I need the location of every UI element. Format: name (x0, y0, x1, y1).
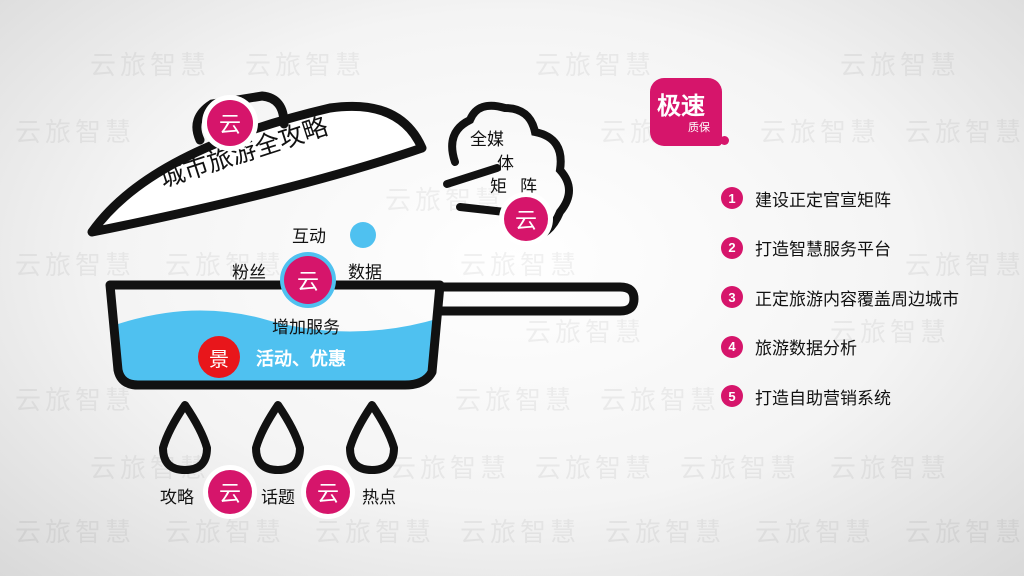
flame-label-guide: 攻略 (160, 488, 194, 508)
label-data: 数据 (348, 263, 382, 283)
list-item: 3 正定旅游内容覆盖周边城市 (721, 285, 959, 310)
speed-badge: 极速 质保 (650, 78, 722, 146)
list-item: 5 打造自助营销系统 (721, 384, 959, 409)
list-number: 5 (721, 385, 743, 407)
pan-body (105, 280, 445, 390)
scenic-circle: 景 (198, 336, 240, 378)
flame-left (159, 401, 211, 474)
list-text: 正定旅游内容覆盖周边城市 (755, 289, 959, 310)
steam-label-all-media: 全媒 (470, 130, 504, 150)
flame-label-topic: 话题 (261, 488, 295, 508)
list-text: 旅游数据分析 (755, 339, 857, 359)
flame-label-hotspot: 热点 (362, 488, 396, 508)
steam-stroke-1 (443, 164, 501, 188)
label-fans: 粉丝 (232, 263, 266, 283)
steam-cloud-circle: 云 (504, 197, 548, 241)
list-item: 2 打造智慧服务平台 (721, 236, 959, 260)
label-value-added-service: 增加服务 (272, 318, 340, 338)
steam-label-matrix: 矩 (490, 177, 507, 197)
list-number: 2 (721, 236, 743, 259)
list-text: 建设正定官宣矩阵 (755, 190, 891, 211)
list-number: 4 (721, 335, 743, 358)
feature-list: 1 建设正定官宣矩阵 2 打造智慧服务平台 3 正定旅游内容覆盖周边城市 4 旅… (721, 186, 959, 434)
list-number: 1 (721, 187, 743, 209)
center-cloud-circle: 云 (284, 256, 332, 304)
flame-middle (252, 401, 304, 474)
pan-handle (440, 282, 639, 316)
list-text: 打造自助营销系统 (755, 388, 891, 409)
steam-stroke-2 (456, 203, 509, 216)
badge-dot (720, 136, 729, 145)
flame-right (346, 401, 398, 474)
flame-cloud-circle-1: 云 (208, 470, 252, 514)
steam-cloud (448, 101, 573, 242)
list-number: 3 (721, 286, 743, 308)
steam-label-array: 阵 (520, 177, 537, 197)
pot-lid (87, 91, 427, 237)
water-label-activities: 活动、优惠 (256, 349, 346, 370)
data-dot (350, 222, 376, 248)
flame-cloud-circle-2: 云 (306, 470, 350, 514)
steam-label-body: 体 (497, 154, 514, 174)
list-text: 打造智慧服务平台 (755, 240, 891, 260)
badge-main-text: 极速 (657, 92, 705, 120)
lid-cloud-circle: 云 (207, 100, 253, 146)
label-interaction: 互动 (292, 227, 326, 247)
water-fill (115, 310, 440, 385)
list-item: 1 建设正定官宣矩阵 (721, 186, 959, 211)
list-item: 4 旅游数据分析 (721, 335, 959, 359)
badge-sub-text: 质保 (688, 121, 710, 134)
